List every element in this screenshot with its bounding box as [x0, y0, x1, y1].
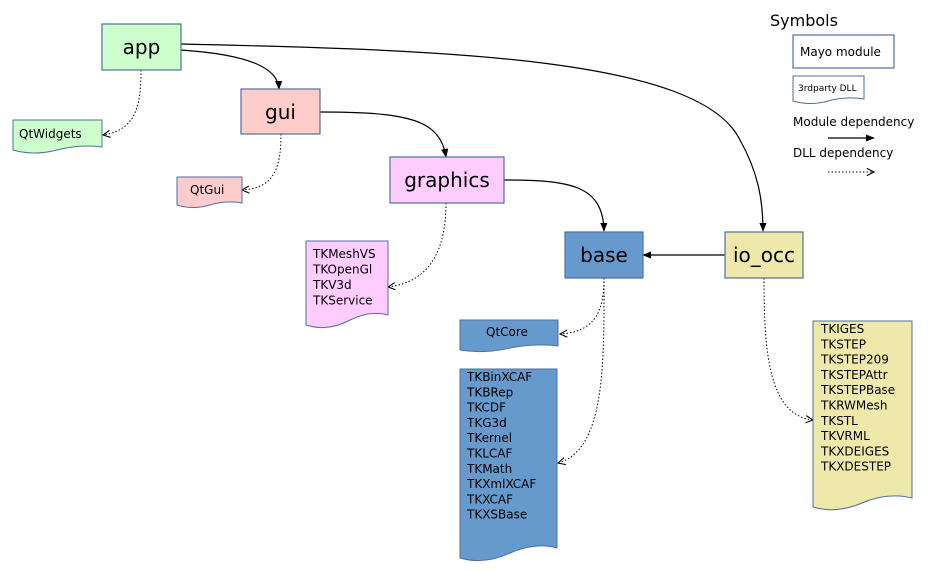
edge-app-qtwidgets: [103, 69, 142, 135]
module-gui: gui: [240, 88, 321, 135]
dll-qtwidgets: QtWidgets: [12, 119, 103, 154]
symbols-legend: Symbols Mayo module 3rdparty DLL Module …: [770, 11, 914, 172]
module-app-label: app: [123, 35, 161, 59]
module-graphics-label: graphics: [404, 168, 490, 192]
legend-module-box: [792, 34, 895, 69]
dll-item: TKXDESTEP: [820, 460, 891, 474]
dll-base-tk-list: TKBinXCAFTKBRepTKCDFTKG3dTKernelTKLCAFTK…: [466, 370, 536, 522]
dll-item: TKXCAF: [466, 492, 513, 506]
dll-qtgui: QtGui: [176, 176, 243, 208]
dll-item: QtWidgets: [19, 127, 82, 141]
dll-item: TKSTEP209: [820, 353, 889, 367]
edge-app-io_occ: [180, 43, 767, 232]
edge-app-gui: [180, 49, 283, 90]
edge-gui-graphics: [319, 111, 449, 158]
module-graphics: graphics: [389, 156, 505, 204]
legend-title: Symbols: [770, 11, 838, 30]
dll-qtcore-list: QtCore: [486, 325, 528, 339]
edge-graphics-tk: [388, 202, 447, 287]
dll-base-tk: TKBinXCAFTKBRepTKCDFTKG3dTKernelTKLCAFTK…: [459, 368, 558, 562]
edge-io_occ-tk: [763, 277, 813, 420]
dll-item: TKV3d: [312, 278, 352, 292]
dll-qtwidgets-list: QtWidgets: [19, 127, 82, 141]
dll-item: TKLCAF: [466, 447, 512, 461]
module-gui-label: gui: [265, 100, 296, 124]
module-app: app: [101, 23, 182, 71]
module-io_occ-label: io_occ: [733, 243, 795, 267]
dll-qtgui-list: QtGui: [190, 183, 224, 197]
dll-item: TKSTEPBase: [820, 383, 895, 397]
dll-edges: [103, 69, 813, 463]
edge-gui-qtgui: [242, 133, 282, 190]
dll-item: TKBRep: [466, 385, 513, 399]
dll-item: QtCore: [486, 325, 528, 339]
dll-item: TKBinXCAF: [466, 370, 532, 384]
edge-base-qtcore: [560, 277, 605, 334]
dll-item: TKXmlXCAF: [466, 477, 536, 491]
legend-dll-dep-label: DLL dependency: [793, 146, 893, 160]
dll-item: TKMeshVS: [312, 247, 376, 261]
dll-item: TKSTEP: [820, 337, 866, 351]
legend-dll-shape: [792, 75, 865, 104]
dll-item: TKIGES: [820, 322, 864, 336]
dll-item: TKOpenGl: [312, 263, 372, 277]
edge-graphics-base: [503, 179, 608, 232]
legend-module-dep-label: Module dependency: [793, 115, 914, 129]
edge-base-tk: [558, 277, 605, 463]
dll-item: TKRWMesh: [820, 399, 888, 413]
module-base-label: base: [580, 243, 628, 267]
dll-item: TKService: [312, 294, 373, 308]
dll-item: TKXDEIGES: [820, 444, 889, 458]
dll-item: TKMath: [466, 462, 512, 476]
legend-dll-label: 3rdparty DLL: [798, 84, 857, 94]
dll-qtcore: QtCore: [459, 319, 559, 353]
dll-item: TKSTEPAttr: [820, 368, 888, 382]
dll-item: QtGui: [190, 183, 224, 197]
module-edges: [180, 43, 767, 259]
dll-item: TKCDF: [466, 401, 506, 415]
dll-item: TKG3d: [466, 416, 507, 430]
dll-item: TKSTL: [820, 414, 858, 428]
legend-module-label: Mayo module: [800, 45, 881, 59]
dll-item: TKernel: [466, 431, 512, 445]
dll-item: TKXSBase: [466, 508, 527, 522]
dll-item: TKVRML: [820, 429, 870, 443]
module-io_occ: io_occ: [724, 231, 804, 279]
module-base: base: [564, 231, 644, 279]
